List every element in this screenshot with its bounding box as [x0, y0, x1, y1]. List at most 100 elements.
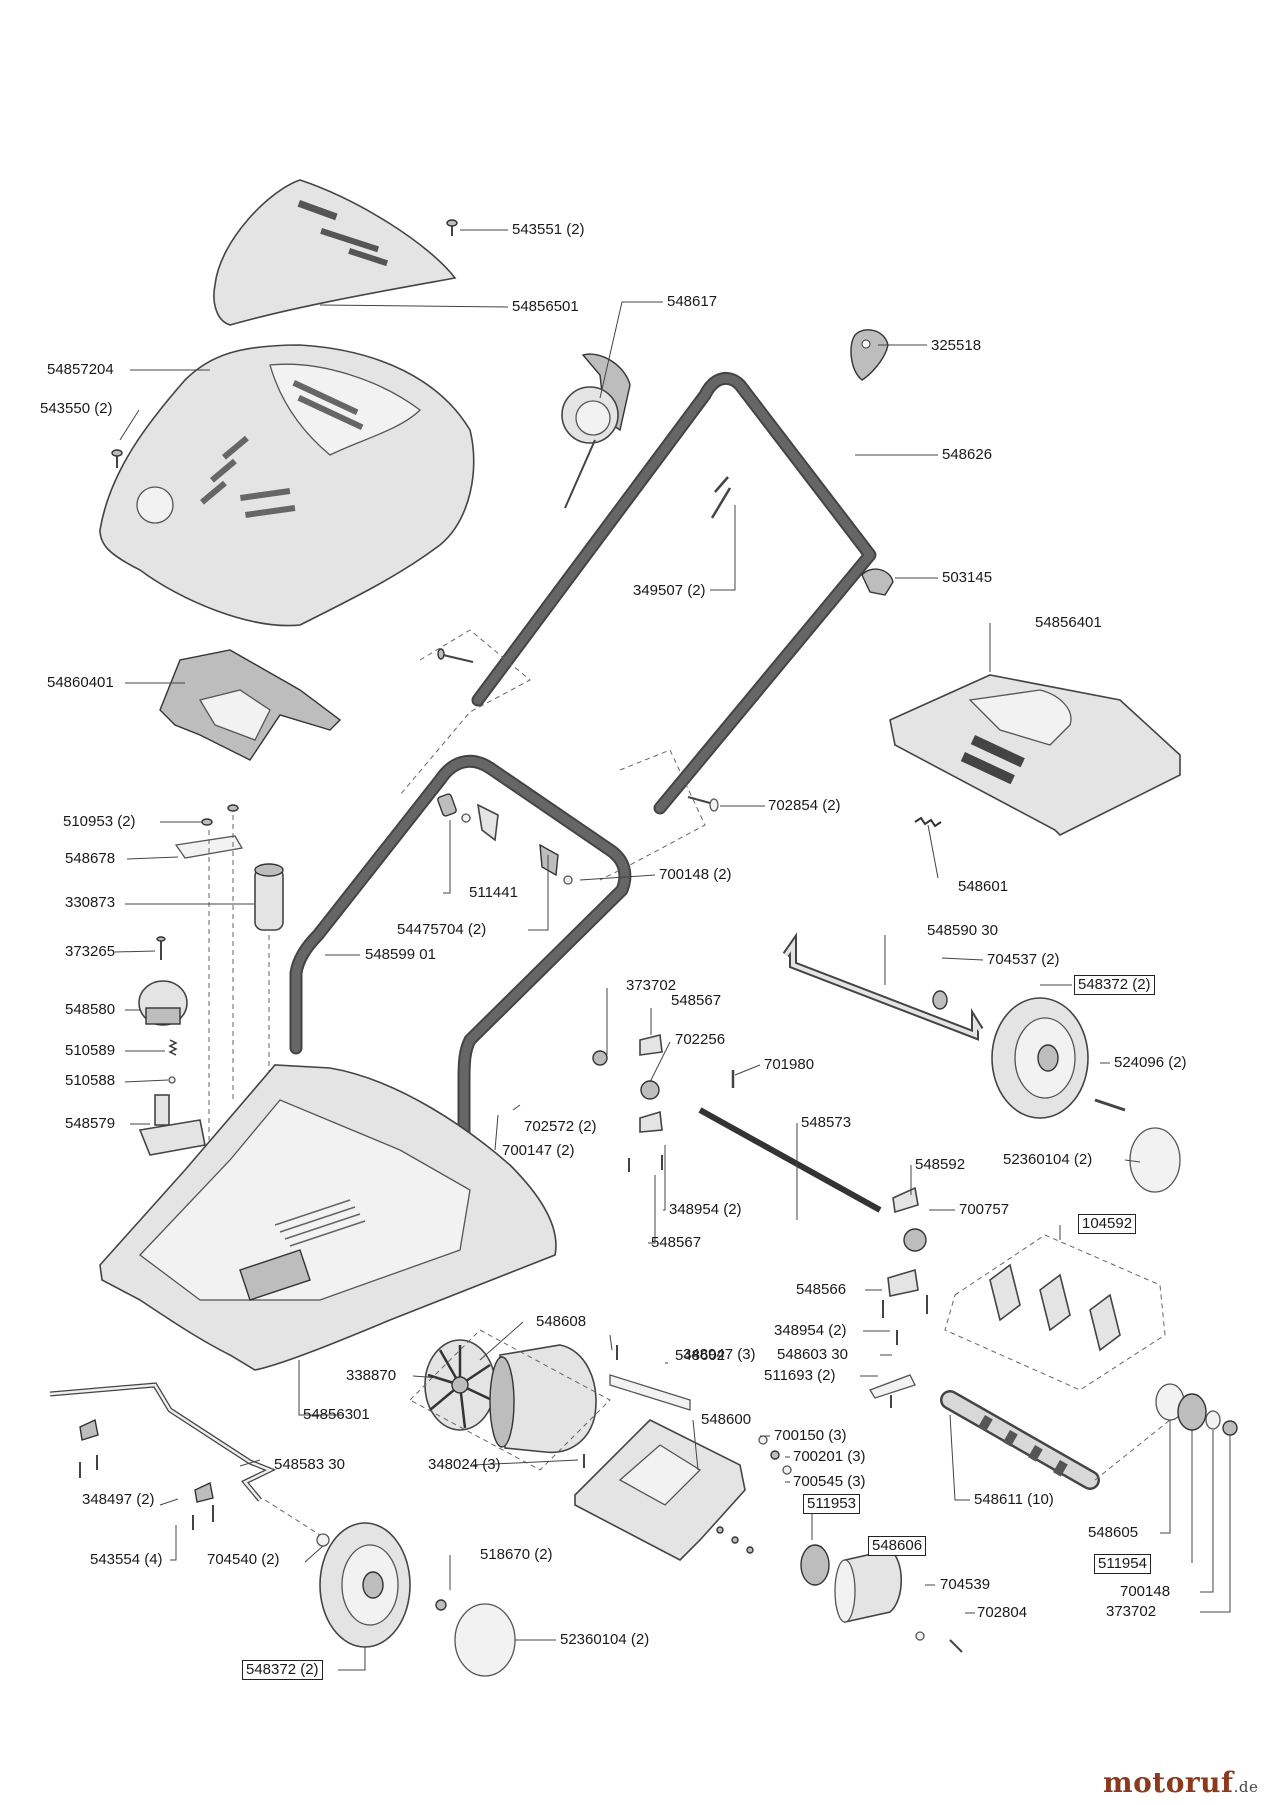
part-label: 52360104 (2) — [560, 1631, 650, 1648]
part-label: 524096 (2) — [1114, 1054, 1187, 1071]
aerator-roller — [940, 1390, 1100, 1490]
part-label: 548611 (10) — [974, 1491, 1054, 1508]
height-adjuster-rod — [49, 1382, 330, 1547]
part-label: 704539 — [940, 1576, 991, 1593]
part-label: 700545 (3) — [793, 1473, 866, 1490]
inner-baffle — [159, 649, 342, 761]
part-label: 52360104 (2) — [1003, 1151, 1093, 1168]
part-label: 54856301 — [303, 1406, 370, 1423]
part-label: 373702 — [1106, 1603, 1157, 1620]
scarifier-roller — [944, 1234, 1166, 1391]
cable-clip-503145 — [861, 568, 894, 596]
part-label-boxed: 548372 (2) — [242, 1660, 323, 1680]
grass-catcher — [889, 674, 1181, 836]
part-label: 548603 30 — [777, 1346, 848, 1363]
screw-543550 — [111, 449, 123, 468]
part-label-boxed: 511953 — [803, 1494, 860, 1514]
part-label: 700201 (3) — [793, 1448, 866, 1465]
part-label: 548566 — [796, 1281, 847, 1298]
part-label: 348497 (2) — [82, 1491, 155, 1508]
spring-548601 — [914, 816, 942, 828]
part-label: 548567 — [671, 992, 722, 1009]
lower-handle — [289, 754, 632, 1157]
part-label: 548590 30 — [927, 922, 998, 939]
part-label: 348954 (2) — [669, 1201, 742, 1218]
part-label-boxed: 511954 — [1094, 1554, 1151, 1574]
left-column-parts — [138, 804, 284, 1156]
rear-bar — [782, 932, 984, 1041]
part-label: 548617 — [667, 293, 718, 310]
part-label: 54856401 — [1035, 614, 1102, 631]
part-label: 548678 — [65, 850, 116, 867]
bolt-349507 — [710, 476, 732, 519]
part-label-boxed: 548606 — [868, 1536, 927, 1556]
part-label: 510589 — [65, 1042, 116, 1059]
part-label: 548600 — [701, 1411, 752, 1428]
part-label: 348024 (3) — [428, 1456, 501, 1473]
engine-cover — [99, 344, 475, 627]
part-label: 373265 — [65, 943, 116, 960]
part-label: 338870 — [346, 1367, 397, 1384]
part-label: 518670 (2) — [480, 1546, 553, 1563]
part-label: 548580 — [65, 1001, 116, 1018]
part-label: 704537 (2) — [987, 951, 1060, 968]
part-label: 548583 30 — [274, 1456, 345, 1473]
part-label: 548605 — [1088, 1524, 1139, 1541]
part-label: 700147 (2) — [502, 1142, 575, 1159]
part-label: 702572 (2) — [524, 1118, 597, 1135]
leader-lines — [114, 229, 1231, 1671]
part-label: 54860401 — [47, 674, 114, 691]
part-label-boxed: 104592 — [1078, 1214, 1137, 1234]
screw-702854 — [687, 796, 719, 812]
part-label: 701980 — [764, 1056, 815, 1073]
part-label: 54857204 — [47, 361, 114, 378]
part-label-boxed: 548372 (2) — [1074, 975, 1155, 995]
part-label: 543550 (2) — [40, 400, 113, 417]
handle-clamp-parts — [437, 793, 573, 885]
part-label: 348947 (3) — [683, 1346, 756, 1363]
chassis — [99, 1064, 557, 1371]
part-label: 548601 — [958, 878, 1009, 895]
fan-and-motor — [424, 1339, 597, 1454]
watermark-logo: motoruf.de — [1103, 1766, 1258, 1799]
part-label: 548626 — [942, 446, 993, 463]
switch-box — [561, 353, 631, 509]
part-label: 503145 — [942, 569, 993, 586]
part-label: 548599 01 — [365, 946, 436, 963]
part-label: 700148 — [1120, 1583, 1171, 1600]
part-label: 349507 (2) — [633, 582, 706, 599]
watermark-brand: motoruf — [1103, 1766, 1234, 1799]
part-label: 548573 — [801, 1114, 852, 1131]
part-label: 700150 (3) — [774, 1427, 847, 1444]
part-label: 511693 (2) — [764, 1367, 836, 1384]
part-label: 704540 (2) — [207, 1551, 280, 1568]
front-axle-parts — [592, 1034, 928, 1318]
part-label: 548567 — [651, 1234, 702, 1251]
upper-handle — [471, 372, 877, 815]
motor-plate — [574, 1419, 746, 1561]
part-label: 325518 — [931, 337, 982, 354]
rear-right-wheel — [991, 997, 1181, 1193]
bracket-548602 — [609, 1374, 691, 1411]
part-label: 510588 — [65, 1072, 116, 1089]
part-label: 348954 (2) — [774, 1322, 847, 1339]
screw-543551 — [446, 219, 458, 236]
part-label: 373702 — [626, 977, 677, 994]
part-label: 330873 — [65, 894, 116, 911]
part-label: 543554 (4) — [90, 1551, 163, 1568]
screw-upper-lower-joint — [437, 648, 474, 663]
part-label: 548592 — [915, 1156, 966, 1173]
part-label: 54856501 — [512, 298, 579, 315]
part-label: 702854 (2) — [768, 797, 841, 814]
part-label: 54475704 (2) — [397, 921, 487, 938]
part-label: 548579 — [65, 1115, 116, 1132]
part-label: 548602 — [675, 1347, 726, 1364]
part-label: 511441 — [469, 884, 518, 901]
part-label: 543551 (2) — [512, 221, 585, 238]
watermark-suffix: .de — [1233, 1778, 1259, 1796]
part-label: 700757 — [959, 1201, 1010, 1218]
part-label: 548608 — [536, 1313, 587, 1330]
catcher-lid — [213, 179, 457, 326]
